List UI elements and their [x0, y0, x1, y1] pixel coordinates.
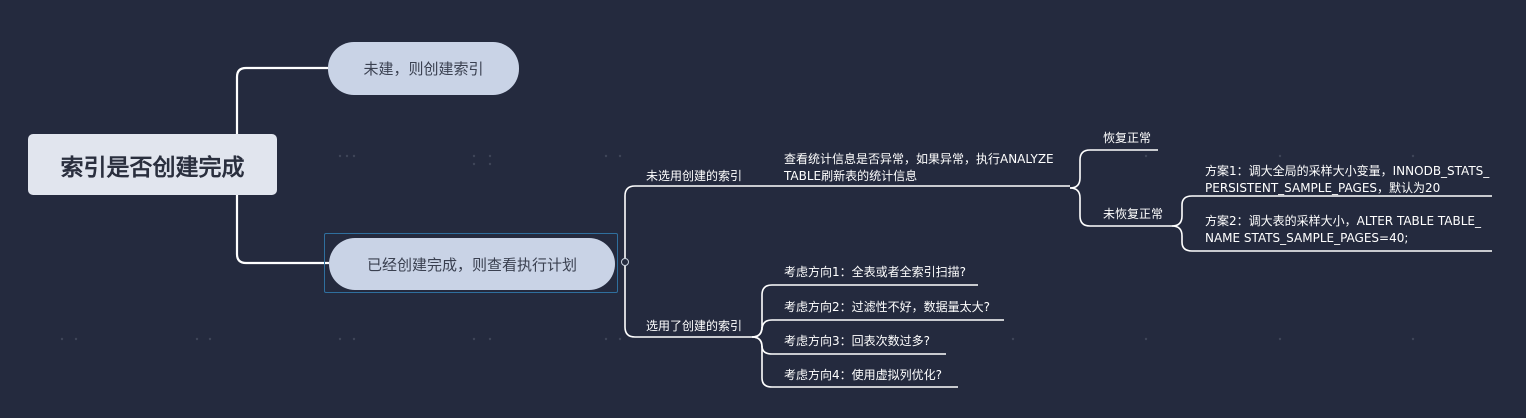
link-used-dir4 [751, 336, 958, 388]
plan1-line2: PERSISTENT_SAMPLE_PAGES，默认为20 [1205, 181, 1441, 195]
selection-frame [324, 233, 618, 293]
node-not-built[interactable]: 未建，则创建索引 [328, 42, 519, 95]
node-direction-4[interactable]: 考虑方向4：使用虚拟列优化? [784, 368, 943, 382]
link-notrec-plan2 [1171, 225, 1492, 252]
node-check-stats[interactable]: 查看统计信息是否异常，如果异常，执行ANALYZE TABLE刷新表的统计信息 [784, 151, 1054, 185]
link-root-built [235, 195, 329, 265]
plan2-line1: 方案2：调大表的采样大小，ALTER TABLE TABLE_ [1205, 214, 1481, 228]
link-built-used [624, 262, 752, 338]
node-plan-2[interactable]: 方案2：调大表的采样大小，ALTER TABLE TABLE_ NAME STA… [1205, 213, 1481, 247]
link-root-not-built [235, 66, 328, 134]
node-direction-1[interactable]: 考虑方向1：全表或者全索引扫描? [784, 265, 967, 279]
plan2-line2: NAME STATS_SAMPLE_PAGES=40; [1205, 231, 1409, 245]
node-plan-1[interactable]: 方案1：调大全局的采样大小变量，INNODB_STATS_ PERSISTENT… [1205, 163, 1489, 197]
link-built-unused [624, 185, 752, 262]
plan1-line1: 方案1：调大全局的采样大小变量，INNODB_STATS_ [1205, 164, 1490, 178]
node-direction-2[interactable]: 考虑方向2：过滤性不好，数据量太大? [784, 300, 991, 314]
link-check-not-recovered [1069, 187, 1172, 227]
node-used-index[interactable]: 选用了创建的索引 [646, 319, 743, 333]
check-stats-line1: 查看统计信息是否异常，如果异常，执行ANALYZE [784, 152, 1054, 166]
node-built[interactable]: 已经创建完成，则查看执行计划 [329, 238, 615, 290]
link-notrec-plan1 [1171, 195, 1492, 227]
node-direction-3[interactable]: 考虑方向3：回表次数过多? [784, 334, 931, 348]
root-node[interactable]: 索引是否创建完成 [28, 134, 277, 195]
check-stats-line2: TABLE刷新表的统计信息 [784, 169, 918, 183]
link-check-recovered [1069, 149, 1158, 189]
link-used-dir2 [751, 319, 1004, 338]
node-recovered[interactable]: 恢复正常 [1103, 131, 1152, 145]
node-not-recovered[interactable]: 未恢复正常 [1103, 207, 1164, 221]
node-unused-index[interactable]: 未选用创建的索引 [646, 169, 743, 183]
collapse-toggle-icon[interactable] [621, 258, 629, 266]
